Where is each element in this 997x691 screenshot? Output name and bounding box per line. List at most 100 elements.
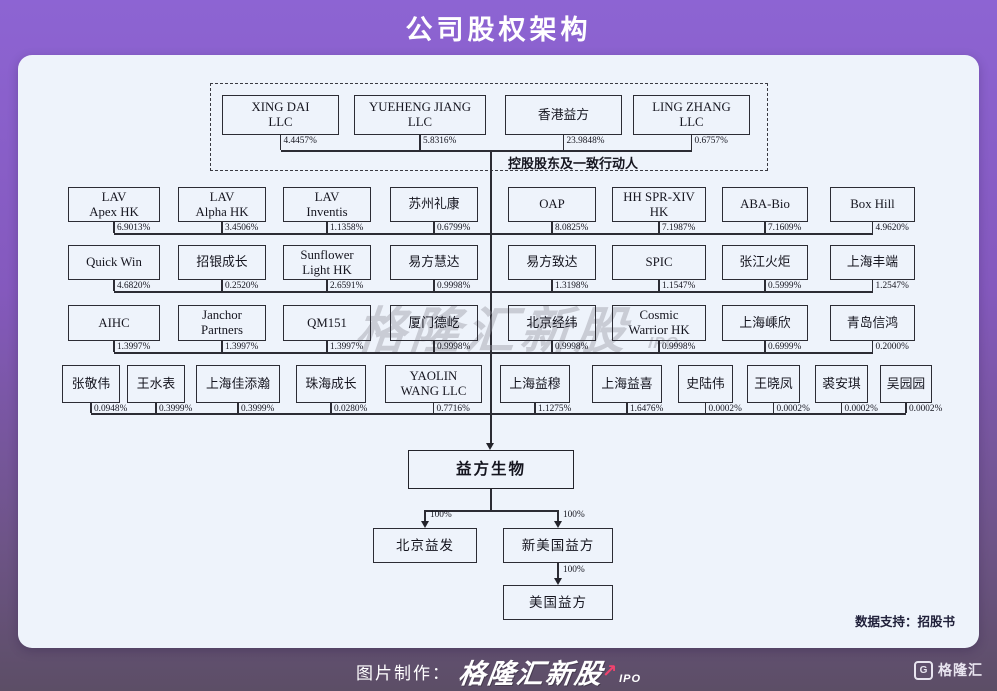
shareholder-name: 上海佳添瀚 [206,376,270,391]
subsidiary-percent: 100% [563,510,585,520]
shareholding-percent: 0.0002% [909,404,943,414]
shareholder-name: 张江火炬 [739,255,791,270]
shareholding-percent: 0.7716% [436,404,470,414]
shareholder-name: ABA-Bio [740,197,790,212]
shareholder-box: Quick Win [68,245,160,280]
shareholder-box: 上海嵊欣 [722,305,808,341]
shareholding-percent: 0.9998% [437,281,471,291]
shareholding-percent: 0.3999% [159,404,193,414]
shareholding-percent: 0.5999% [768,281,802,291]
shareholder-name: 青岛信鸿 [846,315,899,330]
connector-stub-line [221,341,223,352]
shareholder-name: 王水表 [136,376,176,391]
shareholder-box: Cosmic Warrior HK [612,305,706,341]
shareholder-box: 上海益喜 [592,365,662,403]
us-arrow-icon [553,578,562,585]
shareholder-box: Janchor Partners [178,305,266,341]
shareholding-percent: 0.9998% [555,342,589,352]
subsidiary-box: 北京益发 [373,528,477,563]
connector-stub-line [326,222,328,233]
shareholder-box: 王水表 [127,365,185,403]
shareholder-name: Janchor Partners [201,308,243,337]
connector-stub-line [840,403,843,413]
trunk-line [490,150,492,443]
shareholding-percent: 1.3198% [555,281,589,291]
shareholding-percent: 0.6757% [694,136,728,146]
connector-bus-line [114,291,873,293]
shareholder-box: LAV Inventis [283,187,371,222]
connector-stub-line [221,280,223,291]
connector-stub-line [704,403,707,413]
shareholder-name: 吴园园 [886,376,926,391]
shareholder-box: LAV Apex HK [68,187,160,222]
shareholding-percent: 1.1547% [662,281,696,291]
shareholding-percent: 0.9998% [662,342,696,352]
company-down-line [490,489,492,510]
connector-stub-line [326,341,328,352]
shareholding-percent: 0.2520% [225,281,259,291]
company-box: 益方生物 [408,450,574,489]
shareholding-percent: 0.6999% [768,342,802,352]
connector-bus-line [91,413,906,415]
shareholder-name: 王晓凤 [754,376,793,391]
shareholding-percent: 0.0002% [776,404,810,414]
shareholder-box: AIHC [68,305,160,341]
shareholding-percent: 0.2000% [875,342,909,352]
shareholding-percent: 23.9848% [566,136,605,146]
connector-stub-line [871,341,874,352]
shareholder-name: 上海益穆 [509,376,561,391]
connector-stub-line [562,135,565,150]
source-note: 数据支持：招股书 [854,615,955,629]
shareholder-box: 招银成长 [178,245,266,280]
shareholder-box: ABA-Bio [722,187,808,222]
connector-stub-line [690,135,693,150]
shareholder-name: 上海嵊欣 [739,315,791,330]
shareholder-name: 厦门德屹 [408,315,460,330]
connector-stub-line [419,135,421,150]
shareholding-percent: 4.4457% [283,136,317,146]
shareholder-name: 珠海成长 [305,376,357,391]
shareholder-box: 王晓凤 [747,365,800,403]
connector-stub-line [113,341,115,352]
connector-stub-line [551,222,553,233]
beijing-arrow-icon [420,521,429,528]
shareholder-box: 张敬伟 [62,365,120,403]
shareholder-name: Box Hill [850,197,895,212]
shareholder-name: 史陆伟 [686,376,725,391]
connector-stub-line [626,403,628,413]
connector-stub-line [113,280,115,291]
connector-stub-line [764,280,766,291]
connector-stub-line [433,280,435,291]
shareholding-percent: 3.4506% [225,223,259,233]
shareholding-percent: 2.6591% [330,281,364,291]
connector-stub-line [764,341,766,352]
shareholding-percent: 8.0825% [555,223,589,233]
gelonghui-logo-text: 格隆汇 [938,662,983,678]
shareholding-percent: 1.3997% [117,342,151,352]
beijing-drop-line [424,510,426,521]
connector-stub-line [658,222,660,233]
shareholder-box: 上海益穆 [500,365,570,403]
connector-stub-line [237,403,239,413]
shareholding-percent: 6.9013% [117,223,151,233]
company-name: 益方生物 [455,460,526,478]
shareholder-box: YAOLIN WANG LLC [385,365,482,403]
footer-brand-sub: IPO [619,673,642,685]
connector-stub-line [871,280,874,291]
newus-arrow-icon [553,521,562,528]
shareholding-percent: 1.6476% [630,404,664,414]
shareholder-name: 香港益方 [537,107,590,122]
controlling-group-dashed-box [210,83,768,171]
footer-made-by-label: 图片制作： [355,664,451,683]
shareholder-box: LAV Alpha HK [178,187,266,222]
shareholder-box: HH SPR-XIV HK [612,187,706,222]
connector-stub-line [772,403,775,413]
subsidiary-name: 新美国益方 [521,537,595,553]
shareholding-percent: 0.0002% [708,404,742,414]
shareholder-name: SPIC [645,255,673,270]
shareholder-name: YUEHENG JIANG LLC [368,100,471,129]
shareholder-box: 吴园园 [880,365,932,403]
shareholder-name: 北京经纬 [526,315,578,330]
connector-stub-line [534,403,536,413]
connector-stub-line [155,403,157,413]
